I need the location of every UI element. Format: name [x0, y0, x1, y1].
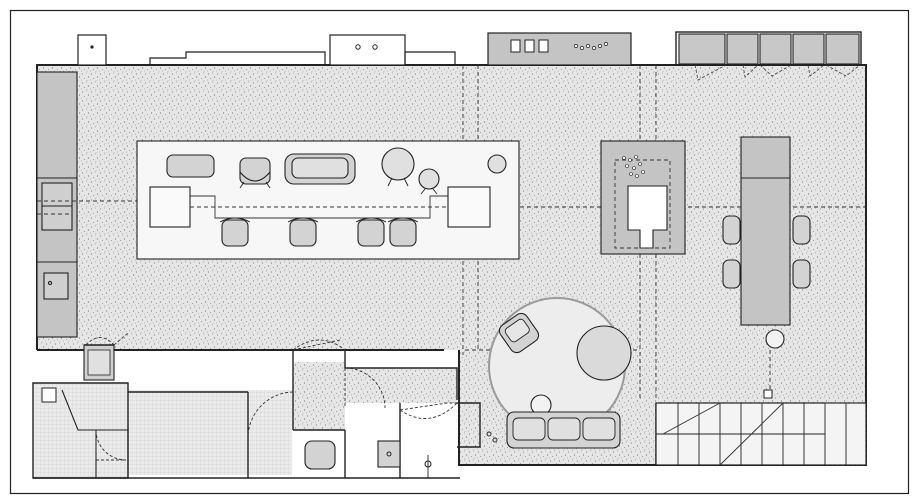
main-floor	[33, 65, 866, 478]
door-swings	[85, 332, 386, 461]
lounge-area	[486, 297, 632, 449]
table-seating	[166, 147, 507, 247]
window-bay-details	[90, 44, 378, 50]
kitchen-island	[600, 140, 686, 255]
bar-counter	[722, 136, 811, 399]
door-leaves	[84, 344, 345, 351]
window-bays	[77, 34, 456, 66]
stove-counter	[487, 32, 632, 66]
top-cabinets	[675, 31, 862, 66]
left-counter	[36, 71, 78, 338]
terrace	[41, 344, 129, 479]
bathroom	[304, 402, 458, 478]
staircase	[655, 402, 867, 466]
cabinet-door-swings	[694, 64, 861, 81]
table-seating-legs	[219, 177, 438, 223]
